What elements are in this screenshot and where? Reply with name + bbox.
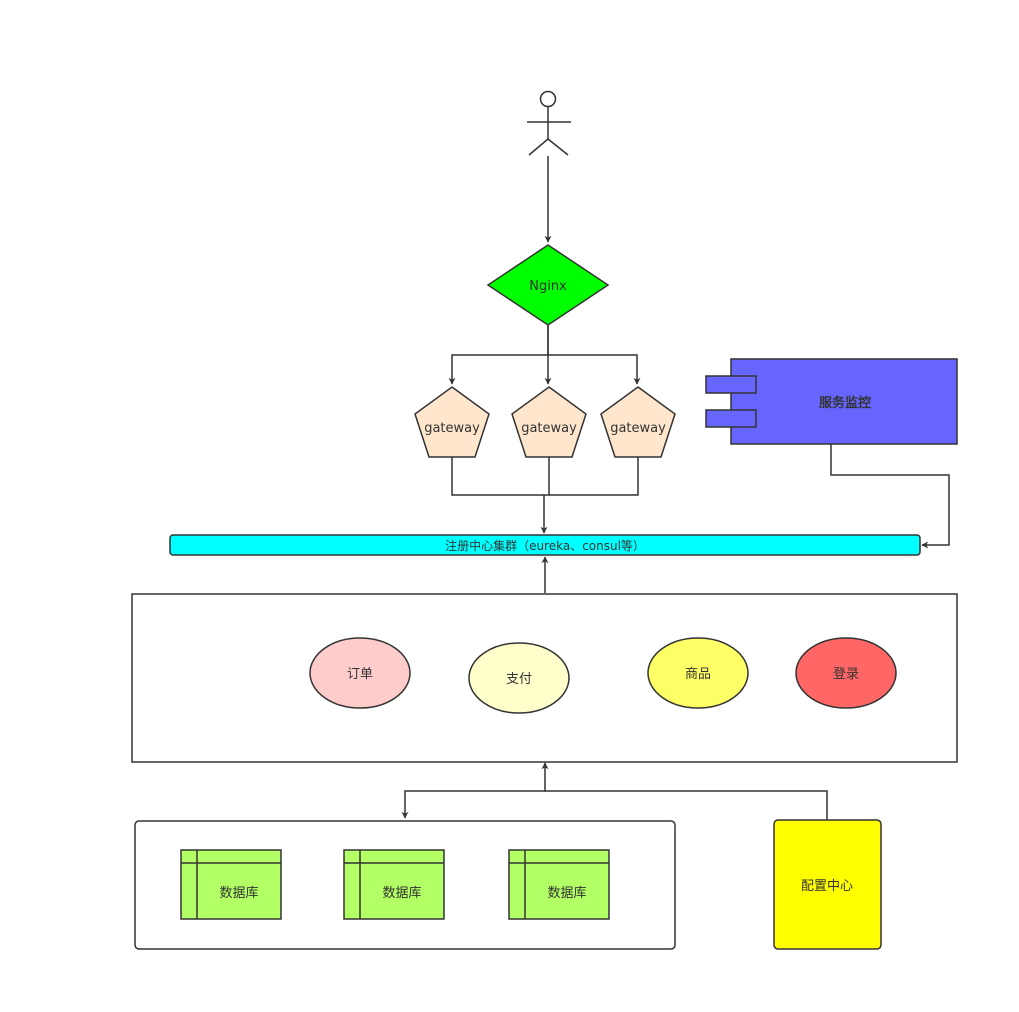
nginx-label: Nginx [529, 279, 567, 294]
service-payment-label: 支付 [506, 672, 532, 687]
service-product-node: 商品 [647, 637, 749, 709]
database-node-1: 数据库 [180, 849, 282, 920]
config-label: 配置中心 [801, 879, 853, 894]
service-login-label: 登录 [833, 667, 859, 682]
edge-nginx-gateway-3 [548, 354, 641, 385]
config-node: 配置中心 [773, 819, 882, 950]
monitor-label: 服务监控 [819, 395, 871, 411]
database-node-3: 数据库 [508, 849, 610, 920]
service-product-label: 商品 [685, 667, 711, 682]
edge-gateways-registry [451, 457, 639, 496]
database-2-label: 数据库 [382, 885, 421, 901]
nginx-node: Nginx [486, 244, 610, 326]
edge-config-services [541, 762, 828, 820]
edge-monitor-registry [830, 444, 950, 549]
service-login-node: 登录 [795, 637, 897, 709]
database-3-label: 数据库 [547, 885, 586, 901]
edge-config-databases [401, 790, 545, 819]
monitor-node: 服务监控 [705, 358, 958, 445]
gateway-node-2: gateway [511, 386, 587, 458]
gateway-node-1: gateway [414, 386, 490, 458]
registry-node: 注册中心集群（eureka、consul等） [169, 534, 921, 556]
user-actor-icon [527, 90, 571, 156]
service-order-node: 订单 [309, 637, 411, 709]
registry-label: 注册中心集群（eureka、consul等） [445, 538, 645, 553]
database-node-2: 数据库 [343, 849, 445, 920]
edge-nginx-gateway-1 [448, 325, 549, 385]
service-payment-node: 支付 [468, 642, 570, 714]
gateway-1-label: gateway [424, 421, 480, 436]
gateway-node-3: gateway [600, 386, 676, 458]
service-order-label: 订单 [347, 667, 373, 682]
gateway-3-label: gateway [610, 421, 666, 436]
gateway-2-label: gateway [521, 421, 577, 436]
database-1-label: 数据库 [219, 885, 258, 901]
